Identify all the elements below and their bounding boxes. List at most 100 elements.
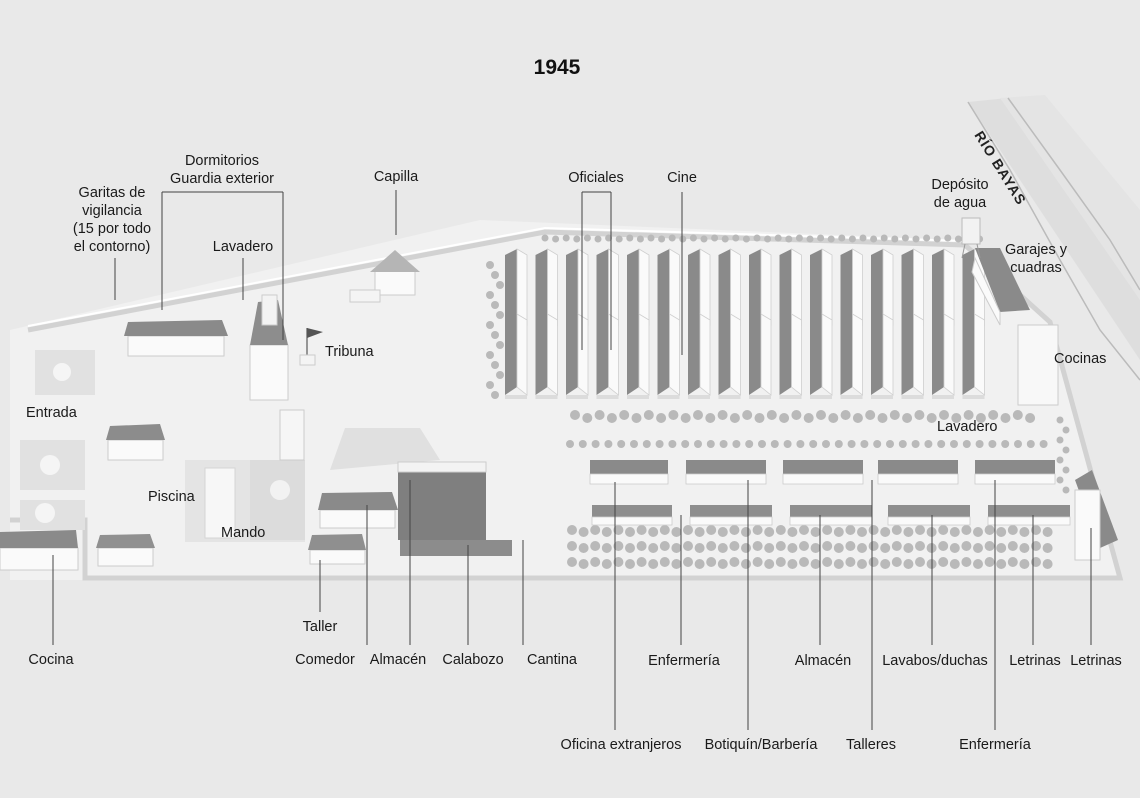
- tree: [680, 413, 691, 423]
- tree: [833, 527, 844, 537]
- tree: [845, 541, 856, 551]
- tree: [766, 410, 777, 420]
- tree: [902, 413, 913, 423]
- barrack: [901, 248, 924, 329]
- tree: [689, 234, 697, 242]
- tree: [613, 557, 624, 567]
- tree: [648, 559, 659, 569]
- tree: [729, 557, 740, 567]
- tree: [601, 543, 612, 553]
- tree: [742, 235, 750, 243]
- tree: [996, 543, 1007, 553]
- tree: [625, 543, 635, 553]
- label-capilla: Capilla: [373, 169, 419, 185]
- barrack: [779, 313, 802, 399]
- tree: [961, 525, 972, 535]
- label-comedor: Comedor: [295, 652, 355, 668]
- tree: [775, 557, 786, 567]
- tree: [817, 234, 825, 242]
- tree: [491, 331, 499, 339]
- tree: [898, 440, 907, 448]
- tree: [1007, 525, 1018, 535]
- tree: [668, 410, 679, 420]
- tree: [594, 410, 605, 420]
- tree: [924, 440, 933, 448]
- tree: [799, 525, 809, 535]
- tree: [566, 440, 574, 448]
- service-building: [685, 460, 767, 485]
- label-garitas: Garitas de vigilancia (15 por todo el co…: [72, 185, 152, 255]
- tree: [865, 410, 876, 420]
- tree: [630, 440, 638, 448]
- tree: [706, 541, 717, 551]
- tree: [573, 235, 581, 243]
- tree: [706, 440, 715, 448]
- tree: [903, 559, 914, 569]
- tree: [938, 541, 949, 551]
- tree: [962, 440, 971, 448]
- tree: [613, 541, 624, 551]
- label-talleres: Talleres: [846, 737, 896, 753]
- tree: [668, 440, 677, 448]
- tree: [822, 525, 833, 535]
- tree: [873, 440, 882, 448]
- tree: [647, 234, 655, 242]
- tree: [868, 525, 879, 535]
- label-enfermeria-bottom: Enfermería: [959, 737, 1031, 753]
- tree: [828, 413, 839, 423]
- trees: [486, 234, 1070, 569]
- tree: [659, 541, 670, 551]
- tree: [810, 543, 821, 553]
- leader-lines: [52, 190, 1092, 730]
- tree: [1019, 527, 1030, 537]
- barrack: [810, 248, 833, 329]
- tree: [683, 541, 693, 551]
- east-buildings: [961, 217, 1118, 561]
- tree: [694, 559, 705, 569]
- tree: [775, 541, 786, 551]
- barrack: [962, 313, 985, 399]
- barrack: [657, 313, 680, 399]
- service-building: [877, 460, 959, 485]
- tree: [816, 410, 826, 420]
- barrack: [535, 248, 558, 329]
- service-building: [591, 505, 673, 526]
- tree: [868, 557, 879, 567]
- tree: [1062, 486, 1070, 494]
- barrack: [566, 313, 589, 399]
- tree: [822, 541, 833, 551]
- tree: [742, 410, 753, 420]
- tree: [1062, 426, 1070, 434]
- tree: [732, 234, 740, 242]
- tree: [604, 440, 613, 448]
- tree: [764, 235, 772, 243]
- tree: [809, 440, 818, 448]
- tree: [741, 559, 751, 569]
- tree: [1042, 543, 1053, 553]
- tree: [486, 291, 494, 299]
- tree: [681, 440, 690, 448]
- tree: [845, 557, 856, 567]
- tree: [694, 543, 705, 553]
- plaza: [185, 428, 440, 542]
- barrack: [749, 248, 772, 329]
- tree: [496, 341, 504, 349]
- tree: [926, 413, 937, 423]
- label-botiquin: Botiquín/Barbería: [704, 737, 818, 753]
- tree: [706, 557, 717, 567]
- barrack: [932, 313, 955, 399]
- tree: [915, 525, 925, 535]
- tree: [655, 440, 664, 448]
- tree: [741, 543, 751, 553]
- tree: [643, 410, 654, 420]
- tree: [1042, 559, 1053, 569]
- central-buildings: [308, 461, 512, 565]
- tree: [594, 235, 602, 243]
- tree: [973, 559, 983, 569]
- tree: [785, 235, 793, 243]
- label-mando: Mando: [221, 525, 266, 541]
- tree: [1012, 410, 1023, 420]
- label-cocina: Cocina: [28, 652, 74, 668]
- tree: [787, 559, 798, 569]
